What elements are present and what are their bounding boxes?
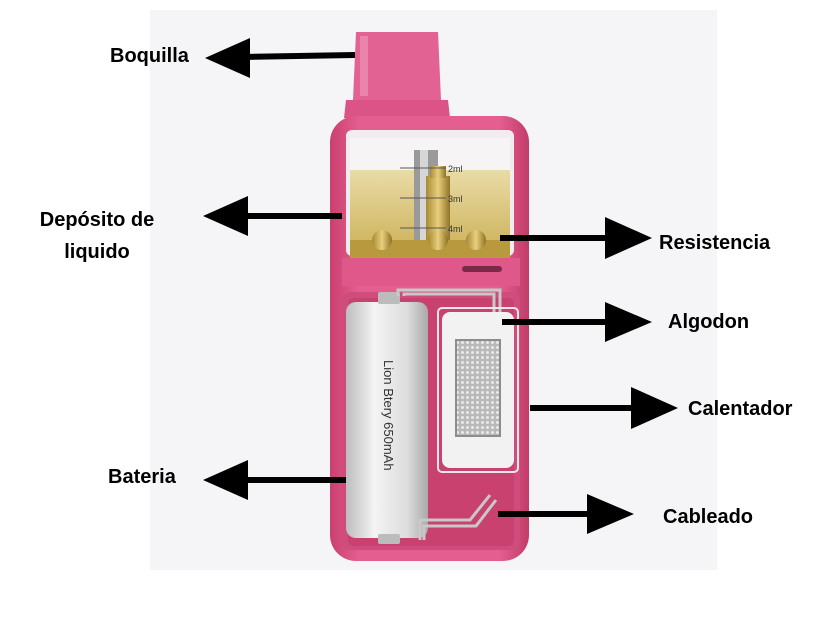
battery: Lion Btery 650mAh	[346, 292, 428, 544]
arrow-deposito-head	[203, 196, 248, 236]
label-resistencia: Resistencia	[659, 232, 771, 254]
label-calentador: Calentador	[688, 398, 793, 420]
mouthpiece	[344, 32, 450, 118]
arrow-boquilla	[241, 52, 356, 60]
tank-mark-2ml: 2ml	[448, 164, 463, 174]
label-cableado: Cableado	[663, 506, 754, 528]
label-deposito-line1: Depósito de	[39, 209, 155, 231]
tank-mark-3ml: 3ml	[448, 194, 463, 204]
arrow-cableado-head	[587, 494, 634, 534]
tank-mark-4ml: 4ml	[448, 224, 463, 234]
arrow-resistencia-head	[605, 217, 652, 259]
arrow-algodon-head	[605, 302, 652, 342]
battery-label: Lion Btery 650mAh	[381, 360, 396, 471]
label-boquilla: Boquilla	[110, 45, 189, 67]
label-bateria: Bateria	[108, 466, 176, 488]
arrow-boquilla-head	[205, 38, 250, 78]
cotton-heater	[437, 307, 519, 473]
label-deposito: Depósito de liquido	[24, 204, 170, 268]
arrows	[203, 38, 678, 534]
arrow-calentador-head	[631, 387, 678, 429]
label-deposito-line2: liquido	[64, 241, 130, 263]
separator-band	[342, 258, 520, 286]
liquid-tank: 2ml 3ml 4ml	[350, 138, 510, 258]
arrow-bateria-head	[203, 460, 248, 500]
label-algodon: Algodon	[668, 311, 750, 333]
